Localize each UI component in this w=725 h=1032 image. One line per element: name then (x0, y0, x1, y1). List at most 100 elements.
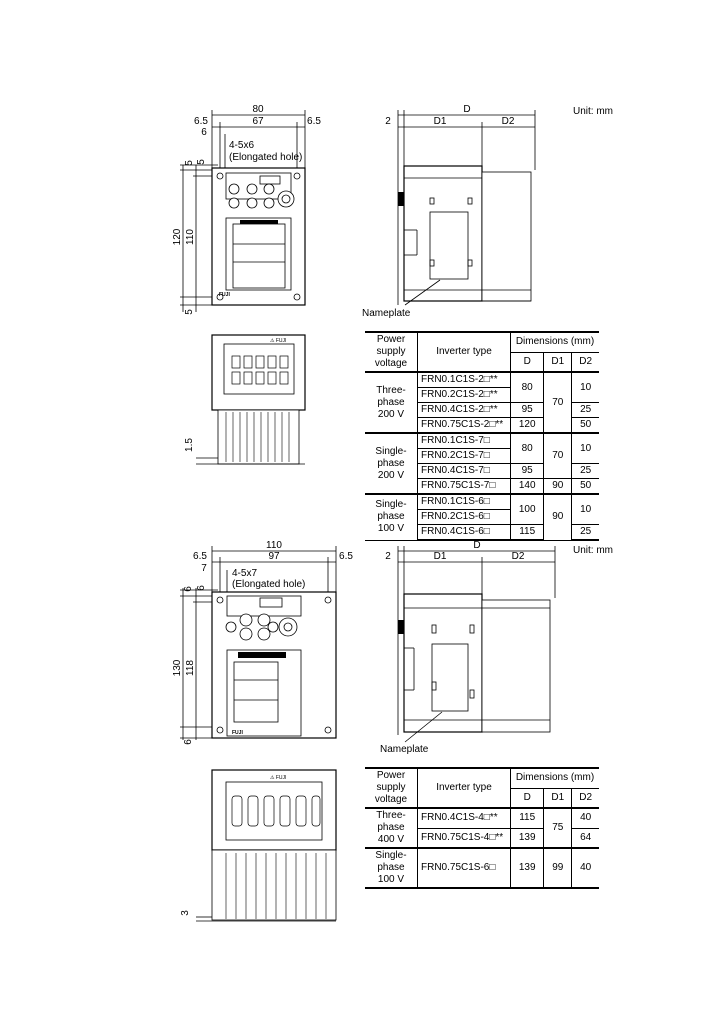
inverter-type-cell: FRN0.4C1S-2□** (417, 402, 511, 418)
dim-right-margin-2: 6.5 (339, 551, 353, 562)
d2-value: 50 (571, 417, 599, 434)
inverter-type-cell: FRN0.1C1S-7□ (417, 432, 511, 449)
d1-value: 99 (543, 847, 573, 889)
d2-value: 25 (571, 524, 599, 541)
voltage-single-phase-100v: Single- phase 100 V (365, 847, 418, 889)
dim-offset-1: 2 (385, 116, 391, 127)
dim-top-b-1: 5 (196, 159, 207, 165)
dim-total-height-2: 130 (172, 659, 183, 676)
dimensions-table-2: Power supply voltage Inverter type Dimen… (365, 767, 599, 889)
voltage-three-phase-400v: Three- phase 400 V (365, 807, 418, 849)
nameplate-label-2: Nameplate (380, 744, 429, 755)
d-value: 139 (509, 827, 545, 849)
hole-note-1: (Elongated hole) (229, 152, 302, 163)
inverter-type-cell: FRN0.75C1S-4□** (417, 827, 511, 849)
d-value: 140 (509, 478, 545, 495)
dim-left-margin-1: 6.5 (194, 116, 208, 127)
d1-value: 70 (543, 371, 573, 434)
header-dimensions: Dimensions (mm) (510, 767, 599, 789)
inverter-type-cell: FRN0.75C1S-6□ (417, 847, 511, 889)
inverter-type-cell: FRN0.4C1S-4□** (417, 807, 511, 829)
unit-label-1: Unit: mm (573, 106, 613, 117)
d-value: 80 (509, 371, 545, 403)
d2-value: 10 (571, 371, 599, 403)
d2-value: 40 (571, 847, 599, 889)
d1-value: 90 (543, 478, 573, 495)
d2-value: 64 (571, 827, 599, 849)
warning-label-1: ⚠ FUJI (270, 338, 286, 344)
dim-d1-1: D1 (434, 116, 447, 127)
inverter-type-cell: FRN0.2C1S-2□** (417, 387, 511, 403)
dim-left-margin-2: 6.5 (193, 551, 207, 562)
inverter-type-cell: FRN0.75C1S-2□** (417, 417, 511, 434)
d2-value: 25 (571, 402, 599, 418)
d-value: 95 (509, 402, 545, 418)
dim-right-margin-1: 6.5 (307, 116, 321, 127)
d2-value: 10 (571, 432, 599, 464)
d1-value: 90 (543, 493, 573, 541)
header-dimensions: Dimensions (mm) (510, 331, 599, 353)
dim-top-b-2: 6 (196, 585, 207, 591)
dim-offset-2: 2 (385, 551, 391, 562)
dim-total-width-1: 80 (252, 104, 264, 115)
warning-label-2: ⚠ FUJI (270, 775, 286, 781)
dim-hole-offset-2: 7 (201, 563, 207, 574)
voltage-single-phase-200v: Single- phase 200 V (365, 432, 418, 495)
dim-d-1: D (463, 104, 470, 115)
dim-bottom-offset-1: 1.5 (184, 438, 195, 452)
dim-d1-2: D1 (434, 551, 447, 562)
dim-d2-2: D2 (512, 551, 525, 562)
brand-label-2: FUJI (232, 730, 243, 736)
d-value: 95 (509, 463, 545, 479)
header-d: D (509, 351, 545, 373)
d-value: 100 (509, 493, 545, 525)
d2-value: 25 (571, 463, 599, 479)
header-inverter-type: Inverter type (417, 767, 511, 809)
hole-size-1: 4-5x6 (229, 140, 254, 151)
header-d2: D2 (571, 787, 599, 809)
header-voltage: Power supply voltage (365, 767, 418, 809)
inverter-type-cell: FRN0.1C1S-2□** (417, 371, 511, 388)
inverter-type-cell: FRN0.2C1S-6□ (417, 509, 511, 525)
nameplate-label-1: Nameplate (362, 308, 411, 319)
voltage-three-phase-200v: Three- phase 200 V (365, 371, 418, 434)
inverter-type-cell: FRN0.1C1S-6□ (417, 493, 511, 510)
hole-note-2: (Elongated hole) (232, 579, 305, 590)
dim-total-width-2: 110 (266, 540, 282, 551)
d2-value: 10 (571, 493, 599, 525)
header-d2: D2 (571, 351, 599, 373)
d-value: 80 (509, 432, 545, 464)
hole-size-2: 4-5x7 (232, 568, 257, 579)
dim-inner-width-2: 97 (268, 551, 280, 562)
dim-hole-height-2: 118 (185, 660, 196, 676)
header-d: D (509, 787, 545, 809)
inverter-type-cell: FRN0.2C1S-7□ (417, 448, 511, 464)
dim-bottom-offset-2: 3 (180, 910, 191, 916)
dim-inner-width-1: 67 (252, 116, 264, 127)
dim-hole-height-1: 110 (185, 229, 196, 245)
brand-label-1: FUJI (219, 292, 230, 298)
d-value: 120 (509, 417, 545, 434)
d-value: 139 (509, 847, 545, 889)
voltage-single-phase-100v: Single- phase 100 V (365, 493, 418, 541)
d1-value: 75 (543, 807, 573, 849)
dim-d2-1: D2 (502, 116, 515, 127)
header-d1: D1 (543, 351, 573, 373)
dimensions-table-1: Power supply voltage Inverter type Dimen… (365, 331, 599, 541)
dim-total-height-1: 120 (172, 228, 183, 245)
dim-bottom-1: 5 (184, 309, 195, 315)
inverter-type-cell: FRN0.75C1S-7□ (417, 478, 511, 495)
dim-top-a-1: 5 (184, 160, 195, 166)
dim-top-a-2: 6 (183, 586, 194, 592)
d2-value: 40 (571, 807, 599, 829)
header-voltage: Power supply voltage (365, 331, 418, 373)
dim-hole-offset-1: 6 (201, 127, 207, 138)
unit-label-2: Unit: mm (573, 545, 613, 556)
dim-bottom-2: 6 (183, 739, 194, 745)
header-d1: D1 (543, 787, 573, 809)
